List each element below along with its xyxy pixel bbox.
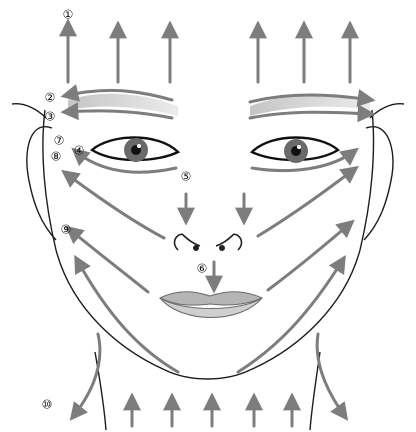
step-9-label: ⑨ <box>61 223 72 237</box>
arrow-cheek-lower-right <box>238 258 344 372</box>
arrow-cheek-middle-left <box>68 228 148 292</box>
arrow-neck-side-right <box>317 334 346 418</box>
step-3-label: ③ <box>45 110 56 124</box>
lips <box>160 292 262 318</box>
step-7-label: ⑦ <box>54 134 65 148</box>
arrow-cheek-upper-right <box>258 168 356 236</box>
left-eye <box>92 138 178 163</box>
arrow-cheek-upper-left <box>64 172 164 238</box>
step-2-label: ② <box>45 91 56 105</box>
left-ear <box>27 127 56 240</box>
massage-arrows <box>64 22 372 426</box>
step-4-label: ④ <box>74 144 85 158</box>
arrow-brow-lower-left <box>64 111 172 118</box>
step-5-label: ⑤ <box>181 170 192 184</box>
hair-right <box>370 104 404 118</box>
step-labels: ① ② ③ ⑦ ⑧ ④ ⑤ ⑥ ⑨ ⑩ <box>42 8 208 412</box>
face-outline <box>12 104 404 430</box>
right-eye <box>252 138 338 164</box>
nose <box>175 234 242 250</box>
step-8-label: ⑧ <box>51 150 62 164</box>
step-6-label: ⑥ <box>197 262 208 276</box>
arrow-neck-side-left <box>72 334 100 418</box>
step-10-label: ⑩ <box>42 398 53 412</box>
step-1-label: ① <box>63 8 74 22</box>
hair-left <box>12 104 46 118</box>
arrow-brow-lower-right <box>250 112 372 118</box>
right-ear <box>364 127 393 240</box>
arrow-cheek-middle-right <box>268 222 352 290</box>
neck-left <box>95 352 106 430</box>
